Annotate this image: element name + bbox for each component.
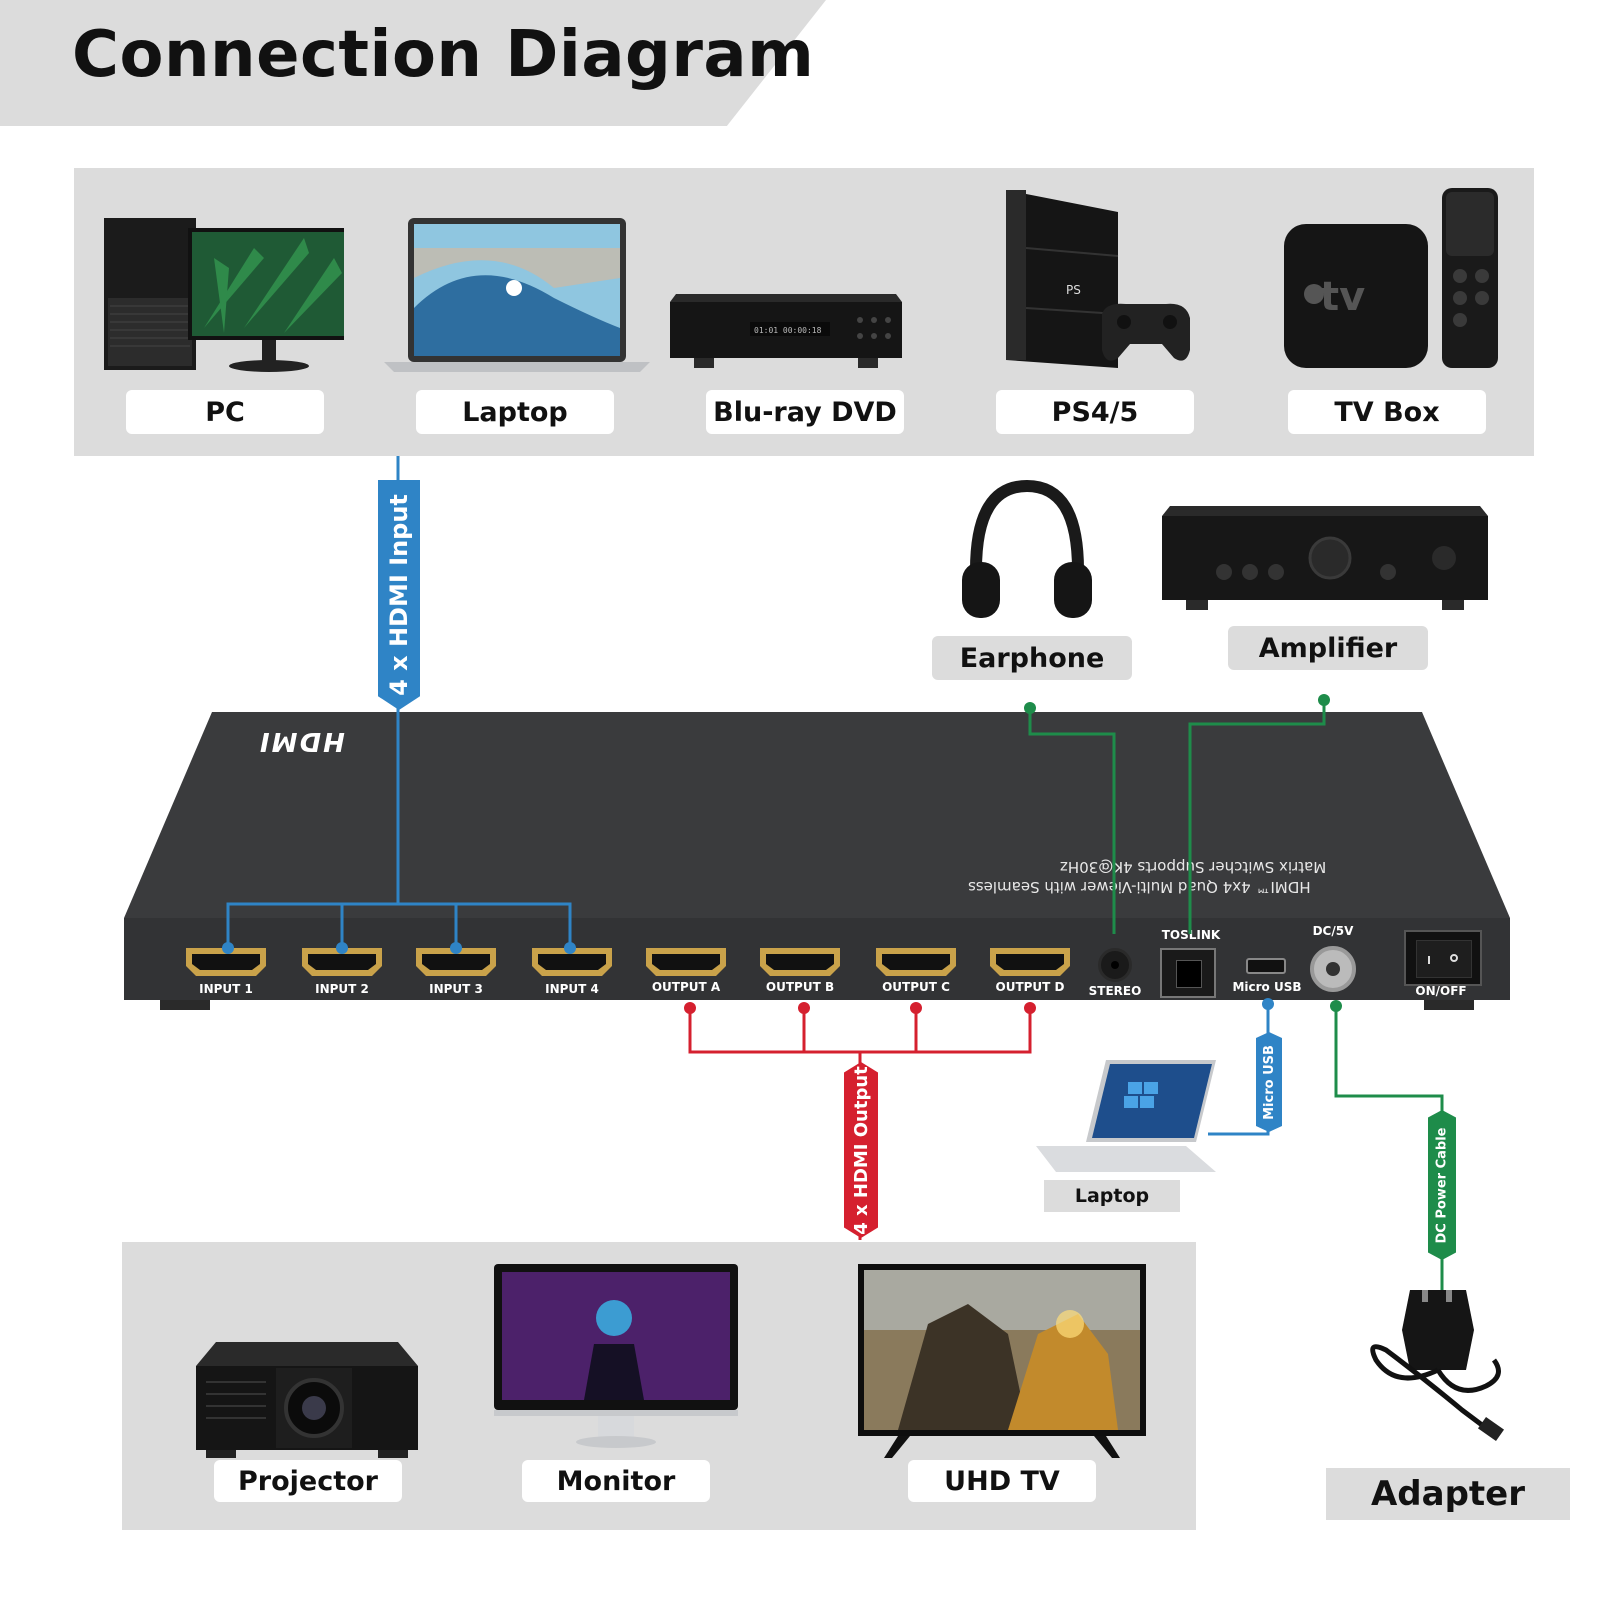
tv-box-icon: tv [1284,188,1504,370]
hdmi-port-input-4[interactable] [532,948,612,978]
page-title: Connection Diagram [72,18,815,92]
hdmi-port-input-1[interactable] [186,948,266,978]
svg-text:tv: tv [1320,274,1365,320]
port-label-toslink: TOSLINK [1161,928,1221,942]
adapter-icon [1366,1288,1508,1442]
display-label-tv: UHD TV [908,1460,1096,1502]
control-laptop-icon [1036,1060,1216,1172]
source-label-tvbox: TV Box [1288,390,1486,434]
hdmi-port-input-2[interactable] [302,948,382,978]
port-label-dc: DC/5V [1312,924,1354,938]
projector-icon [196,1342,418,1458]
hdmi-port-input-3[interactable] [416,948,496,978]
port-label-output-d: OUTPUT D [995,980,1065,994]
amplifier-label: Amplifier [1228,626,1428,670]
amplifier-icon [1162,506,1488,610]
hdmi-output-tag: 4 x HDMI Output [844,1062,878,1238]
source-label-ps: PS4/5 [996,390,1194,434]
hdmi-port-output-b[interactable] [760,948,840,978]
port-label-input-1: INPUT 1 [199,982,253,996]
hdmi-port-output-a[interactable] [646,948,726,978]
source-label-bluray: Blu-ray DVD [706,390,904,434]
port-label-onoff: ON/OFF [1415,984,1467,998]
hdmi-input-tag: 4 x HDMI Input [378,480,420,710]
stereo-jack[interactable] [1098,948,1132,982]
laptop-icon [384,218,650,372]
tv-icon [858,1264,1146,1460]
port-label-input-4: INPUT 4 [545,982,599,996]
port-label-micro-usb: Micro USB [1232,980,1302,994]
dc-power-cable-tag-text: DC Power Cable [1434,1127,1450,1243]
toslink-port[interactable] [1160,948,1216,998]
port-label-input-2: INPUT 2 [315,982,369,996]
earphone-label: Earphone [932,636,1132,680]
earphone-icon [962,479,1092,620]
micro-usb-tag-text: Micro USB [1261,1044,1277,1120]
control-laptop-label: Laptop [1044,1180,1180,1212]
source-label-pc: PC [126,390,324,434]
micro-usb-tag: Micro USB [1256,1032,1282,1132]
hdmi-port-output-d[interactable] [990,948,1070,978]
title-band [0,0,826,126]
port-label-output-a: OUTPUT A [651,980,721,994]
port-label-input-3: INPUT 3 [429,982,483,996]
power-switch[interactable] [1404,930,1482,986]
display-label-monitor: Monitor [522,1460,710,1502]
adapter-label: Adapter [1326,1468,1570,1520]
monitor-icon [494,1264,738,1448]
port-label-stereo: STEREO [1088,984,1142,998]
pc-icon [104,218,350,378]
game-console-icon: PS [1006,188,1192,370]
svg-text:PS: PS [1066,283,1081,297]
svg-text:01:01 00:00:18: 01:01 00:00:18 [754,326,822,335]
dc-power-cable-tag: DC Power Cable [1428,1110,1456,1260]
micro-usb-port[interactable] [1246,958,1286,974]
hdmi-output-tag-text: 4 x HDMI Output [850,1065,872,1235]
bluray-player-icon: 01:01 00:00:18 [670,294,902,368]
source-label-laptop: Laptop [416,390,614,434]
dc-power-port[interactable] [1310,946,1356,992]
port-label-output-b: OUTPUT B [765,980,835,994]
hdmi-input-tag-text: 4 x HDMI Input [385,494,414,696]
display-label-projector: Projector [214,1460,402,1502]
hdmi-port-output-c[interactable] [876,948,956,978]
port-label-output-c: OUTPUT C [882,980,950,994]
